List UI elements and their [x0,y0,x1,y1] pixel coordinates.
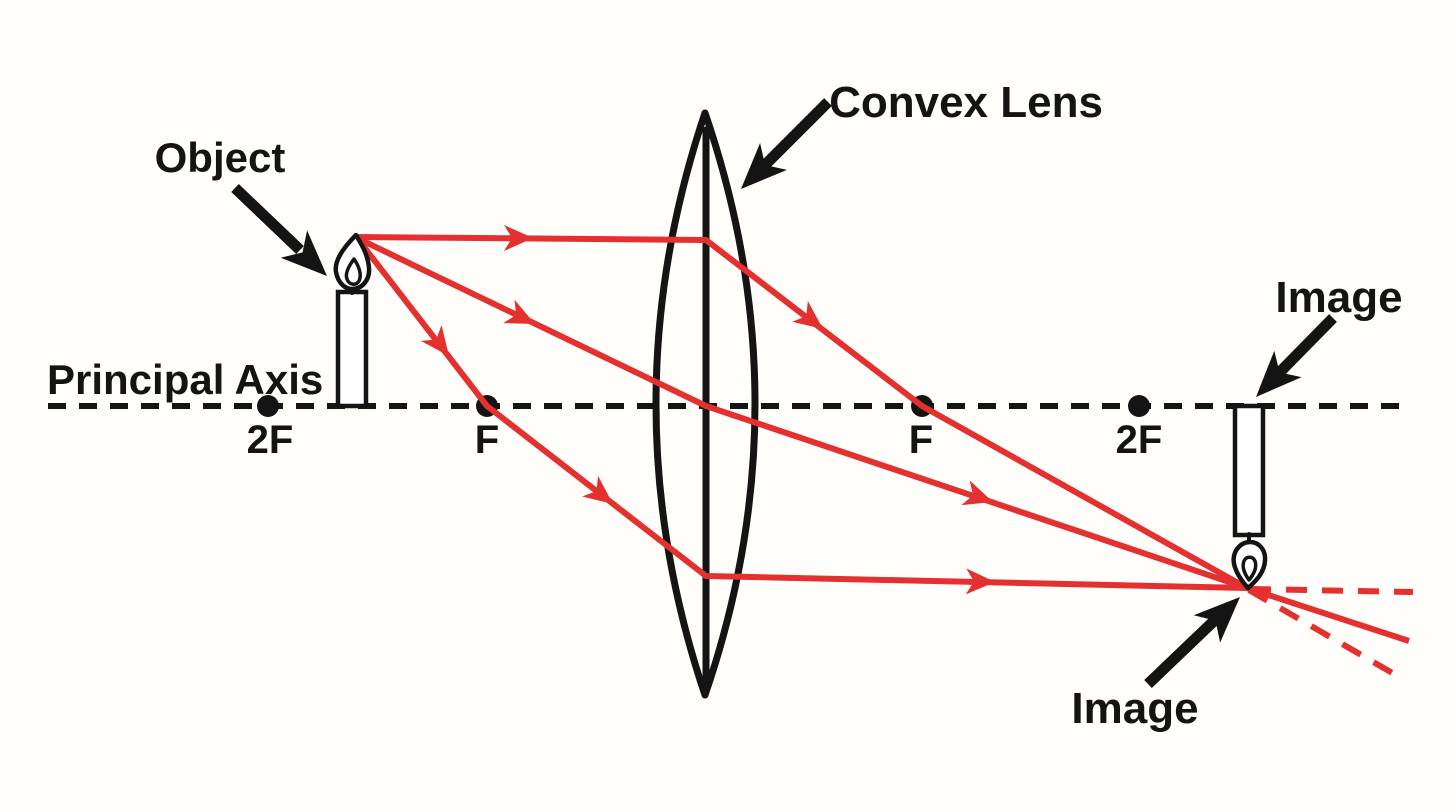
lens-right-surface [701,109,759,699]
ray-through-centre [355,235,1248,591]
lens-left-surface [652,109,709,699]
focal-label-2f-left: 2F [247,418,294,462]
image-top-pointer-shaft [1275,314,1337,377]
object-pointer-shaft [231,184,304,254]
focal-dot-2f-right [1128,395,1150,417]
object-candle [333,232,372,409]
principal-axis-label: Principal Axis [47,356,323,403]
ray-arrowhead [503,299,535,324]
ray-continuation-dashed-lower [1247,587,1403,681]
ray-arrowhead [582,475,613,504]
image-bottom-pointer-shaft [1144,615,1220,688]
ray-arrowhead [965,568,995,595]
image-candle-body [1232,403,1266,538]
label-pointers [231,98,1337,688]
ray-arrowhead [792,301,823,329]
image-label-bottom: Image [1071,684,1198,733]
ray-arrowhead [504,225,533,251]
ray-continuation-solid [1246,585,1410,644]
image-candle-flame-inner [1241,555,1258,582]
lens-pointer-arrowhead [741,143,787,189]
ray-arrowhead [961,480,993,506]
focal-label-2f-right: 2F [1116,418,1163,462]
focal-dot-2f-left [257,395,279,417]
object-pointer-arrowhead [280,230,327,276]
focal-label-f-left: F [475,418,499,462]
ray-continuation-dashed-upper [1249,586,1414,595]
convex-lens-label: Convex Lens [829,78,1103,127]
focal-label-f-right: F [909,418,933,462]
light-rays [354,225,1414,681]
object-candle-body [335,289,369,409]
ray-arrowhead [420,325,449,356]
object-label: Object [155,134,286,181]
image-label-top: Image [1275,273,1402,322]
lens-pointer-shaft [761,98,832,169]
image-candle [1231,403,1268,591]
object-candle-flame-inner [344,257,362,286]
image-bottom-pointer-arrowhead [1193,597,1240,643]
image-top-pointer-arrowhead [1256,350,1302,397]
